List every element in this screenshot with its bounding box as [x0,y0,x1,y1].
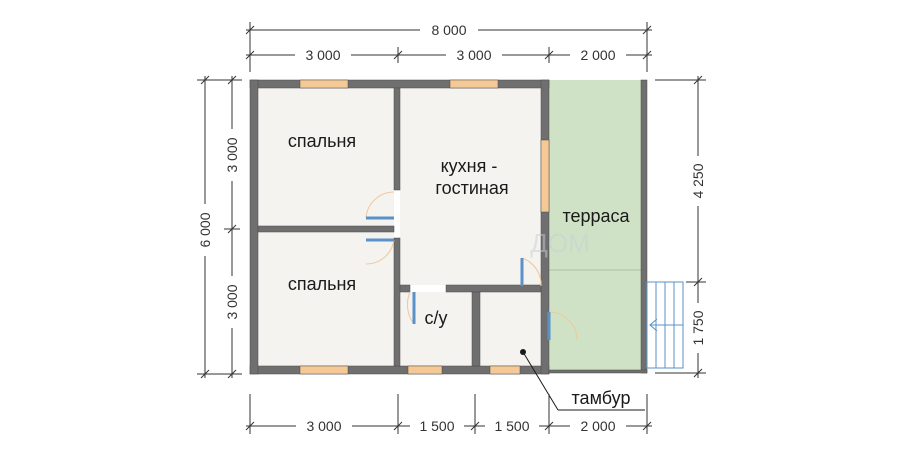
leader-line [522,351,559,411]
bedroom-top-floor [258,88,394,226]
inner-wall-bedrooms [257,225,395,233]
dim-tick [227,75,237,85]
window-vestibule [489,365,521,375]
dim-label-overall-width: 8 000 [431,22,466,38]
dim-label-left-2: 3 000 [224,284,240,319]
room-label-bedroom-top: спальня [288,131,356,151]
door-swing-bedroom-bottom [365,239,395,265]
kitchen-floor [400,88,541,285]
dim-label-halo [690,156,706,206]
room-label-bathroom: с/у [424,308,447,328]
dim-label-halo [197,204,213,256]
dim-label-halo [224,276,240,328]
dim-label-top-1: 3 000 [305,47,340,63]
dim-tick [544,421,554,431]
outer-wall-right [540,79,550,375]
windows [299,79,550,375]
terrace-bottom-edge [548,369,648,374]
walls [249,79,648,375]
dim-tick [693,277,703,287]
stair-arrow-head [649,318,658,332]
inner-wall-kitchen-lower [393,237,401,367]
terrace-right-wall [640,79,648,374]
terrace-floor [549,80,645,373]
door-swing-bathroom [406,291,415,325]
dim-label-halo [446,47,502,63]
room-floors [258,88,541,366]
dim-tick [227,224,237,234]
dim-tick [393,50,403,60]
room-label-bedroom-bottom: спальня [288,274,356,294]
outer-wall-top [249,79,550,89]
inner-wall-bath-top-b [445,284,542,293]
room-label-vestibule: тамбур [572,388,631,408]
dim-label-top-3: 2 000 [580,47,615,63]
vestibule-leader [520,349,645,411]
dim-tick [642,25,652,35]
dim-label-right-1: 4 250 [690,163,706,198]
window-bedroom-bottom [299,365,349,375]
inner-wall-bath-vestibule [471,291,481,367]
dim-tick [200,369,210,379]
dim-label-halo [224,129,240,181]
dim-tick [245,50,255,60]
dim-tick [693,368,703,378]
dim-label-halo [420,22,478,38]
door-swing-bedroom-top [365,191,395,219]
dim-tick [642,421,652,431]
dim-label-left-1: 3 000 [224,137,240,172]
dimension-labels: 8 000 3 000 3 000 2 000 3 000 1 500 1 50… [197,22,706,434]
window-kitchen-top [449,79,499,89]
dim-tick [693,75,703,85]
dim-label-halo [410,418,464,434]
room-label-kitchen-line2: гостиная [435,178,508,198]
window-bedroom-top [299,79,349,89]
dim-tick [200,75,210,85]
dim-label-bottom-1: 3 000 [306,418,341,434]
dim-label-halo [485,418,539,434]
inner-wall-bath-top [399,284,411,293]
door-swing-entrance [548,311,578,341]
dim-tick [227,369,237,379]
dim-tick [245,421,255,431]
room-label-terrace: терраса [562,206,630,226]
vestibule-floor [480,292,541,366]
room-label-kitchen-line1: кухня - [441,156,498,176]
outer-wall-left [249,79,259,375]
entrance-stairs [646,281,684,369]
watermark: ДОМ [530,228,590,258]
dim-label-halo [570,418,626,434]
dim-label-halo [296,418,352,434]
dim-label-halo [295,47,351,63]
door-swing-vestibule [521,257,542,287]
dim-label-left-total: 6 000 [197,212,213,247]
doors [365,191,578,341]
dim-label-bottom-2: 1 500 [419,418,454,434]
dim-label-halo [570,47,626,63]
room-labels: спальня спальня кухня - гостиная терраса… [288,131,631,408]
window-kitchen-terrace [540,139,550,213]
dim-tick [544,50,554,60]
dim-tick [470,421,480,431]
bedroom-bottom-floor [258,232,394,366]
dim-label-bottom-4: 2 000 [580,418,615,434]
dim-label-halo [690,303,706,353]
dim-label-top-2: 3 000 [456,47,491,63]
dim-tick [245,25,255,35]
inner-wall-kitchen-upper [393,87,401,191]
dim-label-right-2: 1 750 [690,310,706,345]
dim-tick [642,50,652,60]
dim-tick [393,421,403,431]
dim-label-bottom-3: 1 500 [494,418,529,434]
bathroom-floor [400,292,472,366]
window-bathroom [407,365,443,375]
